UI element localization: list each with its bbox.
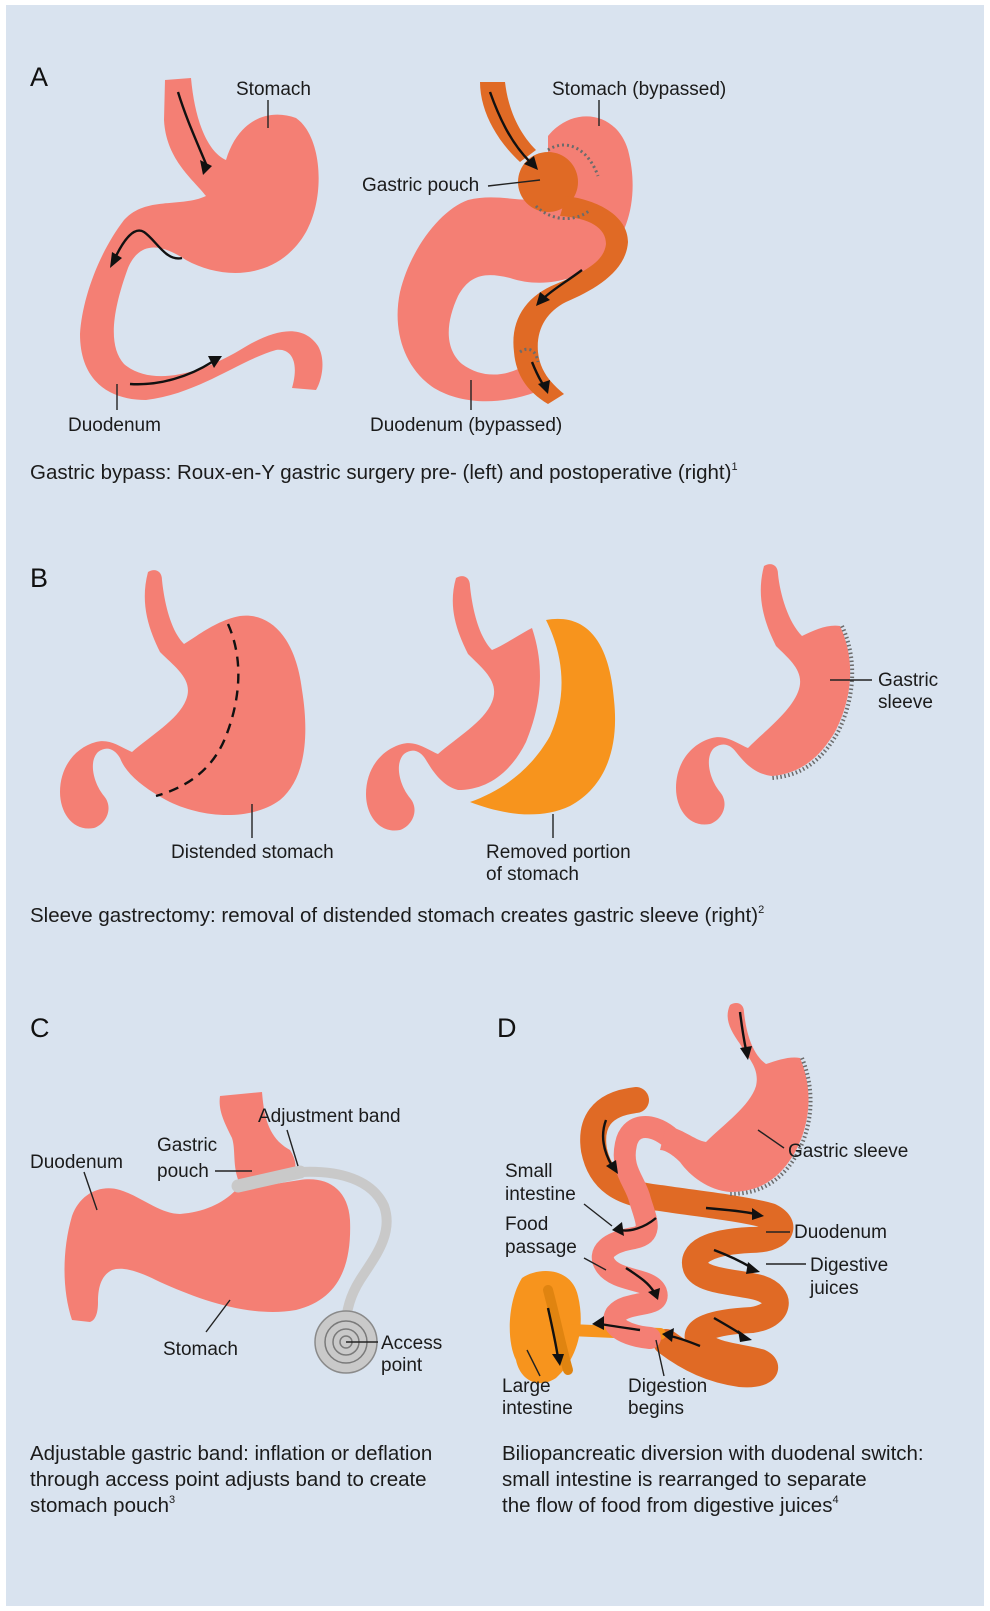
gastric-band-illustration	[65, 1092, 387, 1373]
caption-c-line2: through access point adjusts band to cre…	[30, 1468, 427, 1491]
caption-d-line3: the flow of food from digestive juices4	[502, 1494, 839, 1517]
label-gastric-sleeve-d: Gastric sleeve	[788, 1141, 908, 1162]
label-duodenum-c: Duodenum	[30, 1152, 123, 1173]
panel-c: C Duodenum Gastric pouch Adjustment band…	[30, 1013, 442, 1517]
label-gastric-pouch: Gastric pouch	[362, 175, 479, 196]
label-digestion-begins-2: begins	[628, 1398, 684, 1419]
caption-b: Sleeve gastrectomy: removal of distended…	[30, 904, 764, 927]
label-gastric-pouch-c-1: Gastric	[157, 1135, 217, 1156]
label-stomach: Stomach	[236, 79, 311, 100]
label-access-point-1: Access	[381, 1333, 442, 1354]
caption-d-line2: small intestine is rearranged to separat…	[502, 1468, 867, 1491]
normal-stomach-illustration	[80, 78, 322, 400]
label-digestive-juices-2: juices	[809, 1278, 859, 1299]
distended-stomach-illustration	[60, 570, 305, 828]
label-large-intestine-1: Large	[502, 1376, 551, 1397]
caption-d-line1: Biliopancreatic diversion with duodenal …	[502, 1442, 924, 1465]
label-large-intestine-2: intestine	[502, 1398, 573, 1419]
label-small-intestine-1: Small	[505, 1161, 553, 1182]
gastric-sleeve-illustration	[676, 564, 852, 824]
label-food-passage-1: Food	[505, 1214, 548, 1235]
arrowhead	[746, 1262, 760, 1274]
label-gastric-sleeve-1: Gastric	[878, 670, 938, 691]
label-removed-portion-2: of stomach	[486, 864, 579, 885]
panel-a: A Stomach Duodenum	[30, 62, 738, 484]
removed-portion-illustration	[366, 576, 615, 830]
label-removed-portion-1: Removed portion	[486, 842, 631, 863]
roux-en-y-illustration	[398, 82, 633, 404]
panel-d: D	[497, 1003, 924, 1517]
label-small-intestine-2: intestine	[505, 1184, 576, 1205]
caption-c-line3: stomach pouch3	[30, 1494, 175, 1517]
label-stomach-c: Stomach	[163, 1339, 238, 1360]
label-access-point-2: point	[381, 1355, 423, 1376]
label-digestive-juices-1: Digestive	[810, 1255, 888, 1276]
label-food-passage-2: passage	[505, 1237, 577, 1258]
label-gastric-pouch-c-2: pouch	[157, 1161, 209, 1182]
panel-d-letter: D	[497, 1013, 517, 1043]
label-gastric-sleeve-2: sleeve	[878, 692, 933, 713]
panel-b-letter: B	[30, 563, 48, 593]
label-digestion-begins-1: Digestion	[628, 1376, 707, 1397]
panel-c-letter: C	[30, 1013, 50, 1043]
panel-b: B Distended stomach Removed portion of s…	[30, 563, 938, 927]
label-stomach-bypassed: Stomach (bypassed)	[552, 79, 726, 100]
label-distended-stomach: Distended stomach	[171, 842, 334, 863]
label-duodenum-d: Duodenum	[794, 1222, 887, 1243]
caption-c-line1: Adjustable gastric band: inflation or de…	[30, 1442, 432, 1465]
caption-a: Gastric bypass: Roux-en-Y gastric surger…	[30, 461, 738, 484]
label-adjustment-band: Adjustment band	[258, 1106, 401, 1127]
panel-a-letter: A	[30, 62, 48, 92]
label-duodenum: Duodenum	[68, 415, 161, 436]
label-duodenum-bypassed: Duodenum (bypassed)	[370, 415, 562, 436]
